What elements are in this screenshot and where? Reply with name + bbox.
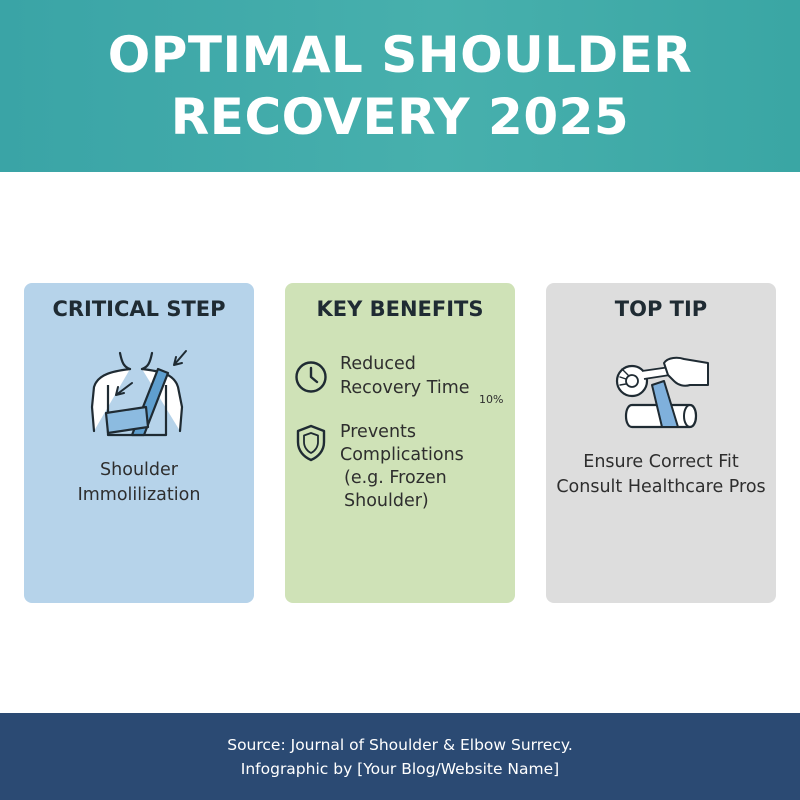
header-banner: OPTIMAL SHOULDER RECOVERY 2025 [0,0,800,172]
benefit-2-line-2: Complications [340,445,464,465]
top-tip-body-line-2: Consult Healthcare Pros [556,477,766,497]
benefit-2-line-4: Shoulder) [344,491,429,511]
top-tip-card: TOP TIP Ensure Correct Fit Consult Healt… [546,283,776,603]
title-line-1: OPTIMAL SHOULDER [107,26,693,84]
key-benefits-card: KEY BENEFITS Reduced Recovery Time 10% P… [285,283,515,603]
benefit-1-stat: 10% [479,393,504,406]
benefit-1-line-1: Reduced [340,354,416,374]
shoulder-sling-icon [90,350,187,437]
infographic-credit: Infographic by [Your Blog/Website Name] [240,759,560,778]
critical-step-body-line-1: Shoulder [100,460,178,480]
critical-step-heading: CRITICAL STEP [52,297,226,321]
critical-step-card: CRITICAL STEP Shoulder Immolilization [24,283,254,603]
footer-banner: Source: Journal of Shoulder & Elbow Surr… [0,713,800,800]
top-tip-heading: TOP TIP [614,297,708,321]
benefit-2-line-1: Prevents [340,422,417,442]
benefit-1-line-2: Recovery Time [340,378,470,398]
title-line-2: RECOVERY 2025 [170,88,630,146]
benefit-2-line-3: (e.g. Frozen [344,468,447,488]
top-tip-body-line-1: Ensure Correct Fit [583,452,739,472]
key-benefits-heading: KEY BENEFITS [316,297,484,321]
critical-step-body-line-2: Immolilization [77,485,201,505]
clock-icon [295,361,327,393]
measuring-tape-hand-icon [615,356,709,429]
source-citation: Source: Journal of Shoulder & Elbow Surr… [227,735,573,754]
shield-icon [296,424,326,462]
